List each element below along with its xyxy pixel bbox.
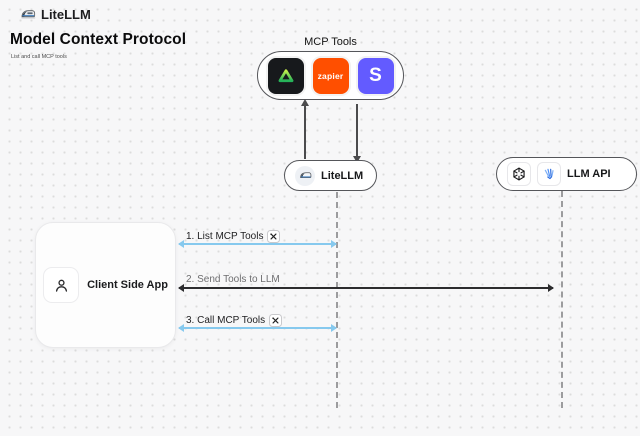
step2-text: 2. Send Tools to LLM xyxy=(186,274,280,285)
arrow-mcp-to-litellm xyxy=(353,104,360,163)
step1-arrow xyxy=(178,240,337,247)
tools-icon xyxy=(267,230,281,243)
step1-text: 1. List MCP Tools xyxy=(186,231,264,242)
openai-icon xyxy=(507,162,531,186)
page-title: Model Context Protocol xyxy=(10,31,187,48)
page-subtitle: List and call MCP tools xyxy=(11,54,67,60)
litellm-node-label: LiteLLM xyxy=(321,169,364,182)
litellm-lifeline xyxy=(336,192,338,408)
stripe-icon[interactable]: S xyxy=(357,57,394,94)
litellm-train-icon xyxy=(295,165,315,186)
zapier-wordmark: zapier xyxy=(317,70,344,81)
app-brand: LiteLLM xyxy=(20,6,91,22)
train-logo-icon xyxy=(20,6,36,22)
mcp-tools-label: MCP Tools xyxy=(304,36,357,48)
step3-text: 3. Call MCP Tools xyxy=(186,315,266,326)
step3-arrow xyxy=(178,324,337,331)
step2-arrow xyxy=(178,284,554,291)
user-icon xyxy=(43,267,80,303)
arrow-litellm-to-mcp xyxy=(301,99,308,159)
brand-name: LiteLLM xyxy=(41,6,91,22)
step2-label: 2. Send Tools to LLM xyxy=(186,274,280,285)
llm-api-node[interactable]: LLM API xyxy=(496,157,637,191)
tools-icon xyxy=(269,314,283,327)
client-side-app-node[interactable]: Client Side App xyxy=(35,222,176,348)
client-side-app-label: Client Side App xyxy=(87,279,168,291)
mcp-tools-node[interactable]: zapier S xyxy=(257,51,404,100)
green-triangle-tool-icon[interactable] xyxy=(267,57,304,94)
llm-api-node-label: LLM API xyxy=(567,168,611,180)
stripe-letter: S xyxy=(369,65,382,86)
litellm-node[interactable]: LiteLLM xyxy=(284,160,377,191)
step1-label: 1. List MCP Tools xyxy=(186,230,281,243)
step3-label: 3. Call MCP Tools xyxy=(186,314,283,327)
llm-provider-icon xyxy=(537,162,561,186)
llm-api-lifeline xyxy=(561,191,563,408)
zapier-icon[interactable]: zapier xyxy=(312,57,349,94)
